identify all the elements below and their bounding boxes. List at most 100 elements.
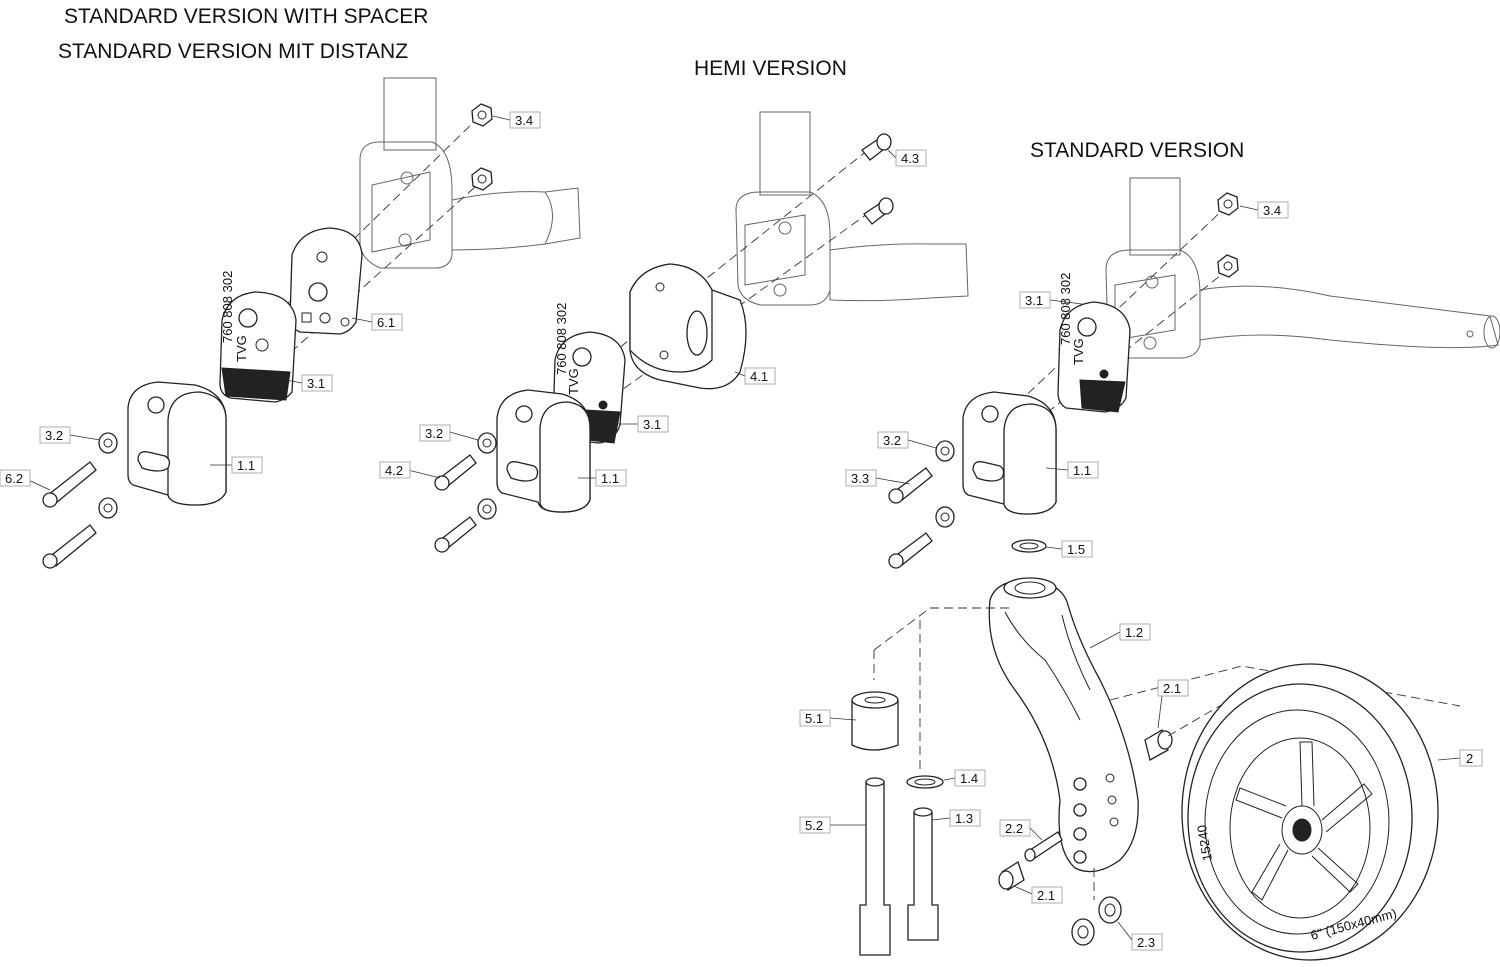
svg-text:1.1: 1.1 — [237, 458, 255, 473]
screw-3-3-a — [888, 467, 933, 504]
washer-3-2-std-b — [935, 506, 955, 528]
bushing-2-1-lower — [998, 861, 1025, 891]
svg-text:3.4: 3.4 — [1263, 203, 1281, 218]
spacer-6-1 — [289, 227, 363, 335]
frame-tube-hemi — [735, 111, 969, 306]
bushing-2-1-upper — [1144, 729, 1173, 761]
callout-spacer-6-1: 6.1 — [351, 313, 403, 331]
screw-4-2-a — [434, 454, 477, 491]
screw-6-2-a — [42, 461, 97, 508]
callout-std-1-3: 1.3 — [931, 809, 981, 827]
callout-std-3-2: 3.2 — [877, 431, 937, 449]
clamp-part-number: 760 808 302 — [220, 271, 235, 343]
part-labels: 3.4 6.1 3.1 3.2 1.1 6.2 4.3 4.1 3.1 3.2 … — [0, 111, 1483, 951]
svg-text:3.1: 3.1 — [1025, 293, 1043, 308]
svg-text:1.1: 1.1 — [601, 471, 619, 486]
callout-hemi-4-2: 4.2 — [379, 461, 441, 479]
clamp-brand-std: TVG — [1071, 338, 1086, 365]
callout-std-3-3: 3.3 — [845, 469, 911, 487]
svg-text:6.2: 6.2 — [5, 471, 23, 486]
svg-text:3.3: 3.3 — [851, 471, 869, 486]
screw-4-2-b — [434, 516, 477, 553]
svg-text:5.2: 5.2 — [805, 818, 823, 833]
clamp-part-number-hemi: 760 808 302 — [554, 303, 569, 375]
callout-std-3-4: 3.4 — [1239, 201, 1289, 219]
svg-text:2.2: 2.2 — [1005, 821, 1023, 836]
callout-std-2-1-lower: 2.1 — [1013, 885, 1063, 904]
callout-std-2-1-upper: 2.1 — [1157, 679, 1189, 729]
callout-std-2-2: 2.2 — [999, 819, 1043, 841]
washer-3-2-spacer-b — [98, 497, 118, 519]
washer-1-4 — [906, 775, 944, 789]
clamp-3-1-spacer: 760 808 302 TVG — [219, 271, 297, 403]
bearing-2-3-b — [1071, 918, 1095, 946]
callout-std-1-1: 1.1 — [1045, 461, 1099, 479]
svg-text:3.1: 3.1 — [643, 417, 661, 432]
svg-text:2.1: 2.1 — [1037, 888, 1055, 903]
title-standard-version: STANDARD VERSION — [1030, 139, 1244, 162]
svg-text:3.2: 3.2 — [425, 426, 443, 441]
title-standard-with-spacer-en: STANDARD VERSION WITH SPACER — [64, 5, 428, 28]
axle-1-3 — [907, 807, 939, 941]
title-standard-with-spacer-de: STANDARD VERSION MIT DISTANZ — [58, 40, 408, 63]
washer-3-2-std-a — [935, 440, 955, 462]
assembly-hemi: 760 808 302 TVG — [434, 111, 969, 553]
callout-spacer-6-2: 6.2 — [0, 469, 51, 491]
svg-text:3.2: 3.2 — [883, 433, 901, 448]
washer-3-2-spacer-a — [98, 432, 118, 454]
svg-text:4.1: 4.1 — [750, 369, 768, 384]
svg-text:2.3: 2.3 — [1137, 935, 1155, 950]
callout-hemi-1-1: 1.1 — [578, 469, 627, 487]
axle-5-2 — [859, 777, 891, 956]
spacer-5-1 — [851, 691, 899, 751]
svg-text:4.3: 4.3 — [901, 151, 919, 166]
svg-text:1.2: 1.2 — [1125, 625, 1143, 640]
svg-text:3.2: 3.2 — [45, 428, 63, 443]
clamp-brand-hemi: TVG — [566, 368, 581, 395]
callout-hemi-4-1: 4.1 — [734, 367, 776, 385]
title-hemi-version: HEMI VERSION — [694, 57, 847, 80]
clamp-brand: TVG — [234, 335, 249, 362]
svg-text:1.3: 1.3 — [955, 811, 973, 826]
callout-spacer-3-4: 3.4 — [492, 111, 541, 129]
nut-3-4-std-b — [1217, 254, 1239, 278]
clamp-3-1-hemi: 760 808 302 TVG — [552, 303, 626, 444]
callout-std-1-2: 1.2 — [1089, 623, 1151, 649]
washer-1-5 — [1011, 539, 1047, 553]
svg-text:1.4: 1.4 — [960, 771, 978, 786]
callout-spacer-1-1: 1.1 — [210, 456, 263, 474]
svg-text:3.1: 3.1 — [307, 376, 325, 391]
callout-std-2: 2 — [1437, 749, 1483, 767]
tyre-code-marking: 15240 — [1194, 824, 1215, 862]
bolt-4-3-a — [861, 133, 892, 161]
svg-text:3.4: 3.4 — [515, 113, 533, 128]
callout-hemi-3-2: 3.2 — [419, 424, 479, 442]
frame-tube-standard — [1105, 177, 1500, 359]
nut-3-4-std-a — [1217, 192, 1239, 216]
callout-std-2-3: 2.3 — [1117, 921, 1163, 951]
callout-std-5-2: 5.2 — [799, 816, 866, 834]
nut-3-4-b — [471, 167, 493, 191]
bolt-4-3-b — [863, 197, 894, 225]
callout-hemi-3-1: 3.1 — [618, 415, 669, 433]
callout-spacer-3-2: 3.2 — [39, 426, 101, 444]
hemi-adapter-4-1 — [629, 263, 747, 390]
svg-text:2.1: 2.1 — [1163, 681, 1181, 696]
svg-text:1.1: 1.1 — [1073, 463, 1091, 478]
washer-3-2-hemi-b — [477, 498, 497, 520]
block-1-1-standard — [962, 391, 1057, 515]
nut-3-4-a — [471, 103, 493, 127]
callout-std-3-1: 3.1 — [1019, 291, 1083, 309]
fork-1-2 — [988, 577, 1139, 873]
frame-tube-spacer — [359, 77, 581, 269]
block-1-1-spacer — [127, 381, 227, 506]
wheel-2: 6" (150x40mm) 15240 — [1109, 663, 1461, 961]
washer-3-2-hemi-a — [477, 432, 497, 454]
svg-text:2: 2 — [1466, 751, 1473, 766]
screw-3-3-b — [888, 532, 933, 569]
clamp-part-number-std: 760 808 302 — [1058, 273, 1073, 345]
svg-text:1.5: 1.5 — [1067, 542, 1085, 557]
callout-hemi-4-3: 4.3 — [887, 149, 927, 167]
callout-std-1-4: 1.4 — [943, 769, 986, 787]
